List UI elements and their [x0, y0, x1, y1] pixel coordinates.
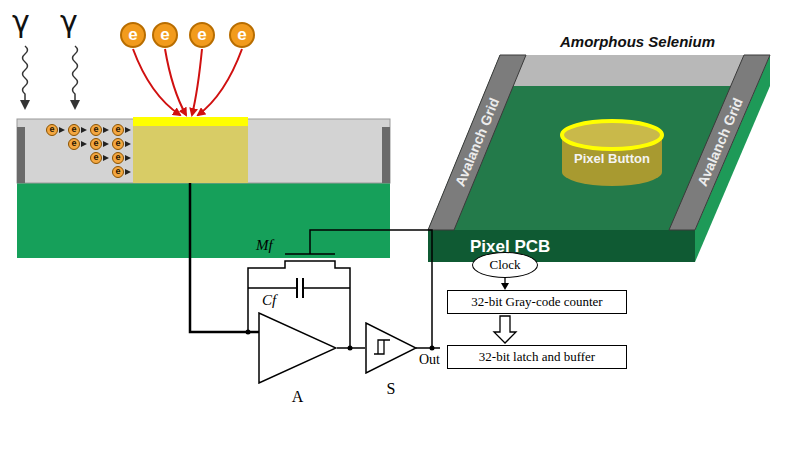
connector-line — [337, 347, 365, 349]
signal-name: Out — [419, 352, 440, 368]
electron-circle: e — [90, 152, 102, 164]
illustration-part — [416, 347, 440, 349]
avalanche-grid-wall — [428, 55, 526, 230]
gamma-ray — [73, 46, 78, 100]
avalanche-grid-post — [17, 127, 25, 183]
pixel-button-top — [562, 121, 662, 149]
illustration-part — [81, 141, 87, 147]
amplifier-symbol: A — [258, 312, 337, 410]
electron-label: e — [115, 167, 120, 176]
amplifier-outline — [366, 323, 416, 373]
electron-label: e — [160, 26, 169, 43]
illustration-part — [430, 346, 435, 351]
circuit-wires — [190, 183, 440, 348]
selenium-layer — [488, 55, 770, 86]
layer-label: Amorphous Selenium — [560, 33, 715, 50]
part-label: Pixel PCB — [470, 237, 550, 257]
illustration-part — [297, 278, 303, 298]
box-text: Clock — [489, 258, 520, 272]
box-text: 32-bit latch and buffer — [479, 350, 595, 364]
gamma-label: γ — [60, 4, 78, 39]
pixel-button — [133, 117, 248, 126]
electron-circle: e — [229, 22, 255, 48]
electron-circle: e — [90, 124, 102, 136]
electron-circle: e — [112, 124, 124, 136]
electron-label: e — [197, 26, 206, 43]
box-text: 32-bit Gray-code counter — [471, 295, 602, 309]
pcb-section — [17, 183, 390, 258]
illustration-part — [103, 155, 109, 161]
gamma-label: γ — [12, 4, 30, 39]
amplifier-label: A — [258, 388, 337, 406]
electron-track — [165, 49, 186, 115]
electron-circle: e — [120, 22, 146, 48]
arrow-head — [70, 100, 80, 110]
electron-circle: e — [46, 124, 58, 136]
connector — [494, 316, 516, 343]
electron-circle: e — [112, 138, 124, 150]
illustration-part — [125, 141, 131, 147]
illustration-part — [125, 127, 131, 133]
electron-circle: e — [90, 138, 102, 150]
illustration-part — [103, 141, 109, 147]
electron-circle: e — [152, 22, 178, 48]
amplifier-triangle — [365, 322, 417, 374]
logic-box: 32-bit latch and buffer — [447, 345, 627, 369]
illustration-part — [81, 127, 87, 133]
electron-circle: e — [189, 22, 215, 48]
electron-label: e — [115, 153, 120, 162]
electron-label: e — [128, 26, 137, 43]
block-arrow — [494, 316, 516, 343]
avalanche-grid-post — [382, 127, 390, 183]
logic-box: 32-bit Gray-code counter — [447, 290, 627, 314]
connector — [337, 348, 365, 349]
electron-track — [198, 49, 242, 115]
electron-label: e — [93, 153, 98, 162]
arrow-head — [501, 283, 509, 290]
electron-label: e — [115, 139, 120, 148]
electron-circle: e — [68, 124, 80, 136]
electron-label: e — [93, 125, 98, 134]
electron-track — [192, 49, 202, 115]
illustration-part — [285, 230, 432, 348]
electron-label: e — [115, 125, 120, 134]
amplifier-outline — [259, 313, 336, 383]
electron-label: e — [49, 125, 54, 134]
arrow-head — [20, 100, 30, 110]
component-label: Mf — [256, 237, 273, 254]
amplifier-symbol: S — [365, 322, 418, 402]
amplifier-label: S — [365, 380, 417, 398]
gamma-ray — [23, 46, 28, 100]
electron-circle: e — [112, 152, 124, 164]
part-label: Pixel Button — [574, 151, 650, 166]
illustration-part — [59, 127, 65, 133]
electron-label: e — [71, 125, 76, 134]
selenium-layer — [17, 119, 390, 183]
illustration-part — [246, 330, 251, 335]
illustration-part — [125, 169, 131, 175]
electron-label: e — [93, 139, 98, 148]
illustration-part — [248, 287, 350, 289]
avalanche-grid-wall — [669, 55, 770, 230]
illustration-part — [103, 127, 109, 133]
pixel-column — [133, 119, 248, 183]
electron-label: e — [237, 26, 246, 43]
connector — [501, 278, 509, 290]
hysteresis-symbol — [374, 340, 390, 354]
component-label: Cf — [262, 292, 276, 309]
pcb-front-face — [428, 230, 695, 262]
electron-label: e — [71, 139, 76, 148]
electron-circle: e — [112, 166, 124, 178]
electron-circle: e — [68, 138, 80, 150]
amplifier-triangle — [258, 312, 337, 384]
illustration-part — [125, 155, 131, 161]
